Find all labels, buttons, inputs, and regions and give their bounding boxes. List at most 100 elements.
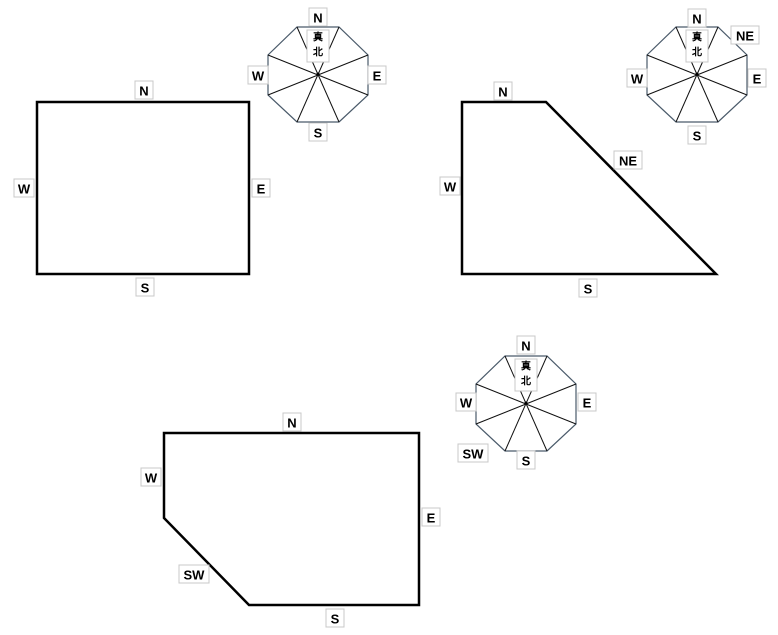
direction-label-e: E bbox=[747, 68, 767, 88]
direction-text: S bbox=[693, 129, 702, 144]
direction-text: NE bbox=[619, 154, 637, 169]
direction-text: SW bbox=[463, 447, 485, 462]
direction-label-n: N bbox=[516, 335, 536, 355]
direction-text: N bbox=[498, 85, 507, 100]
label-box bbox=[308, 7, 328, 27]
direction-text: S bbox=[522, 454, 531, 469]
direction-text: N bbox=[313, 11, 322, 26]
pentagon-outline bbox=[162, 431, 421, 607]
floorplan-pentagon bbox=[162, 431, 421, 607]
direction-label-e: E bbox=[251, 178, 271, 198]
direction-text: W bbox=[145, 471, 158, 486]
direction-label-s: S bbox=[578, 278, 598, 298]
direction-text: N bbox=[692, 12, 701, 27]
true-north-label: 北 bbox=[313, 46, 323, 59]
direction-label-n: N bbox=[134, 80, 154, 100]
label-box bbox=[730, 25, 760, 45]
direction-label-s: S bbox=[516, 450, 536, 470]
label-box bbox=[134, 80, 154, 100]
direction-text: E bbox=[427, 511, 436, 526]
true-north-label: 真 bbox=[521, 360, 531, 373]
direction-label-s: S bbox=[308, 122, 328, 142]
direction-label-w: W bbox=[247, 65, 269, 85]
compass-rose: 真北 bbox=[646, 26, 748, 123]
label-box bbox=[251, 178, 271, 198]
direction-label-s: S bbox=[135, 277, 155, 297]
label-box bbox=[178, 564, 210, 584]
label-box bbox=[308, 122, 328, 142]
direction-text: SW bbox=[184, 568, 206, 583]
label-box bbox=[13, 178, 35, 198]
label-box bbox=[516, 450, 536, 470]
direction-text: W bbox=[18, 182, 31, 197]
true-north-box bbox=[514, 358, 538, 392]
direction-text: S bbox=[331, 612, 340, 627]
trapezoid-outline bbox=[460, 100, 719, 276]
true-north-label: 北 bbox=[521, 375, 531, 388]
direction-label-ne: NE bbox=[730, 25, 760, 45]
direction-label-w: W bbox=[13, 178, 35, 198]
direction-text: N bbox=[287, 416, 296, 431]
label-box bbox=[325, 608, 345, 628]
compass-center bbox=[695, 72, 699, 76]
direction-text: S bbox=[584, 282, 593, 297]
true-north-label: 北 bbox=[692, 46, 702, 59]
direction-text: W bbox=[631, 72, 644, 87]
direction-label-sw: SW bbox=[457, 443, 489, 463]
direction-text: N bbox=[521, 339, 530, 354]
direction-text: E bbox=[257, 182, 266, 197]
label-box bbox=[516, 335, 536, 355]
direction-text: W bbox=[460, 396, 473, 411]
floorplan-rectangle bbox=[35, 100, 251, 276]
direction-text: NE bbox=[736, 29, 754, 44]
direction-label-sw: SW bbox=[178, 564, 210, 584]
true-north-box bbox=[685, 29, 709, 63]
direction-text: S bbox=[314, 126, 323, 141]
direction-text: W bbox=[444, 180, 457, 195]
direction-text: S bbox=[141, 281, 150, 296]
direction-label-w: W bbox=[140, 467, 162, 487]
direction-label-ne: NE bbox=[613, 150, 643, 170]
compass-rose: 真北 bbox=[267, 26, 369, 123]
direction-text: W bbox=[252, 69, 265, 84]
direction-label-n: N bbox=[687, 8, 707, 28]
direction-label-w: W bbox=[439, 176, 461, 196]
direction-label-s: S bbox=[325, 608, 345, 628]
compass-center bbox=[316, 72, 320, 76]
label-box bbox=[247, 65, 269, 85]
rectangle-outline bbox=[35, 100, 251, 276]
direction-label-s: S bbox=[687, 125, 707, 145]
true-north-box bbox=[306, 29, 330, 63]
label-box bbox=[282, 412, 302, 432]
floorplan-trapezoid bbox=[460, 100, 719, 276]
direction-label-n: N bbox=[493, 81, 513, 101]
direction-text: E bbox=[583, 396, 592, 411]
label-box bbox=[140, 467, 162, 487]
label-box bbox=[577, 392, 597, 412]
label-box bbox=[687, 8, 707, 28]
label-box bbox=[135, 277, 155, 297]
label-box bbox=[439, 176, 461, 196]
label-box bbox=[747, 68, 767, 88]
direction-text: N bbox=[139, 84, 148, 99]
label-box bbox=[421, 507, 441, 527]
label-box bbox=[687, 125, 707, 145]
true-north-label: 真 bbox=[692, 31, 702, 44]
label-box bbox=[367, 65, 387, 85]
label-box bbox=[493, 81, 513, 101]
true-north-label: 真 bbox=[313, 31, 323, 44]
direction-label-e: E bbox=[577, 392, 597, 412]
direction-label-w: W bbox=[455, 392, 477, 412]
compass-rose: 真北 bbox=[475, 355, 577, 452]
direction-text: E bbox=[753, 72, 762, 87]
direction-label-n: N bbox=[282, 412, 302, 432]
label-box bbox=[578, 278, 598, 298]
label-box bbox=[626, 68, 648, 88]
direction-label-e: E bbox=[367, 65, 387, 85]
label-box bbox=[457, 443, 489, 463]
compass-center bbox=[524, 401, 528, 405]
direction-label-w: W bbox=[626, 68, 648, 88]
direction-label-e: E bbox=[421, 507, 441, 527]
label-box bbox=[455, 392, 477, 412]
